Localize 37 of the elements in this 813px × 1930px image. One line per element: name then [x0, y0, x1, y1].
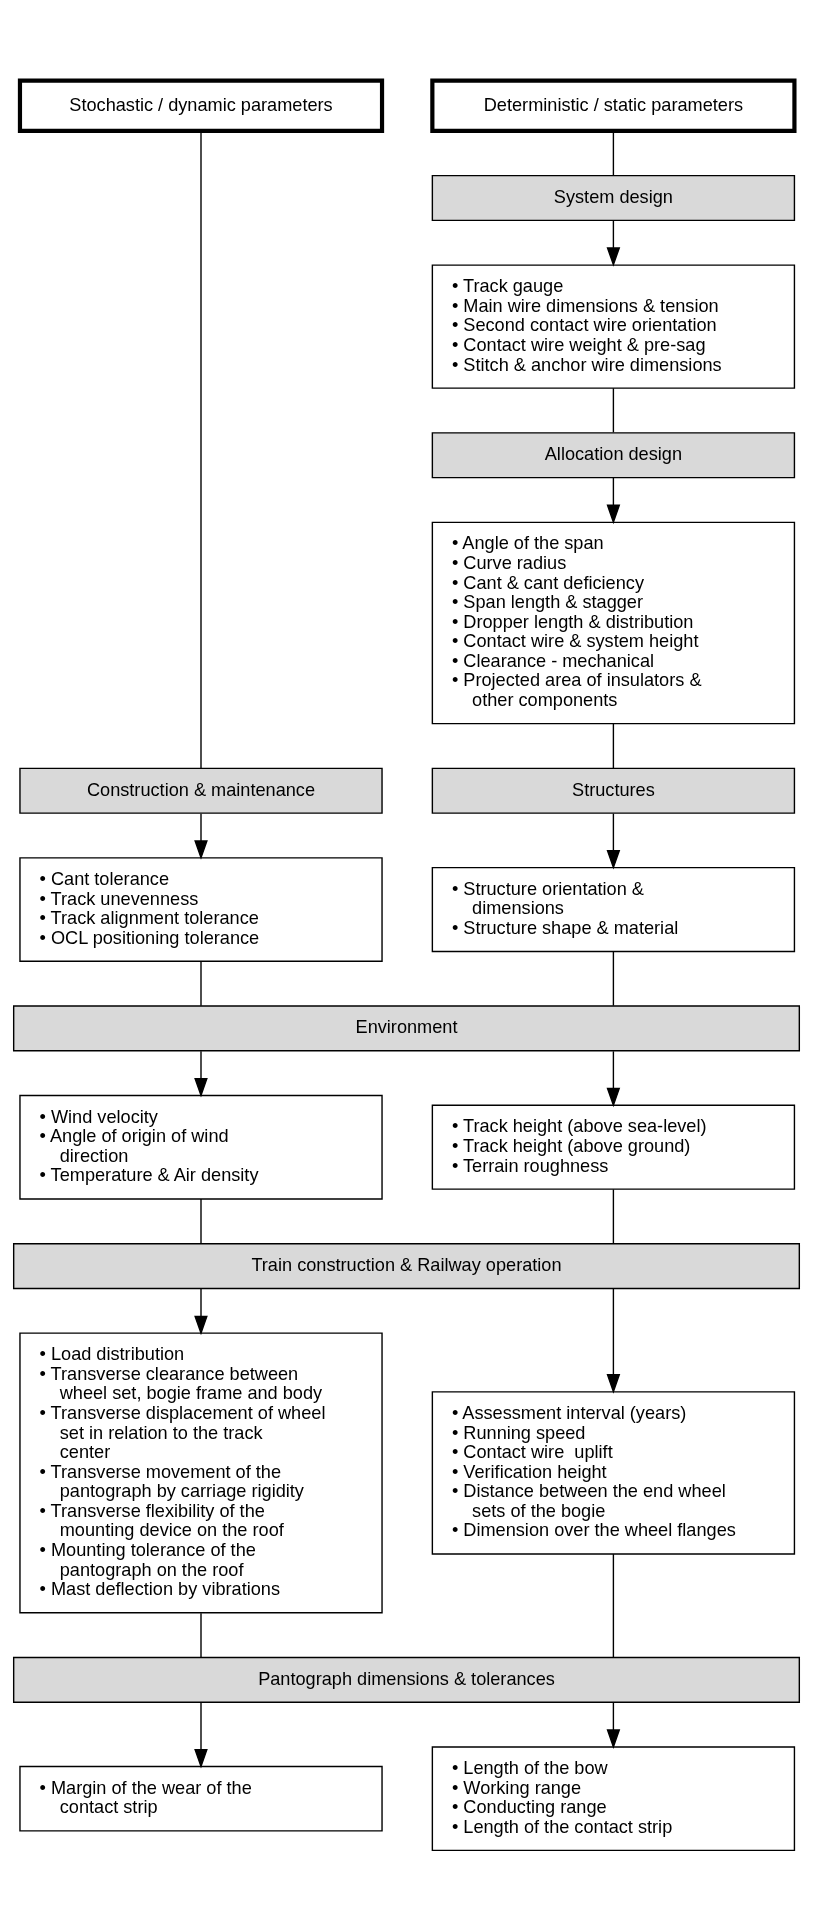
node-box: Environment — [12, 1004, 801, 1051]
arrow — [194, 1287, 208, 1335]
arrow — [194, 1050, 208, 1097]
arrow — [606, 219, 621, 267]
node-box: • Structure orientation & dimensions • Structure shape & material — [431, 866, 796, 952]
arrow — [606, 1050, 621, 1107]
node-box: Allocation design — [431, 431, 796, 478]
node-box: • Assessment interval (years) • Running speed • Contact wire uplift • Verification height • Distance between the end wheel sets of the bogie • Dimension over the wheel flanges — [431, 1390, 796, 1555]
node-box: • Track height (above sea-level) • Track height (above ground) • Terrain roughness — [431, 1104, 796, 1190]
node-box: System design — [431, 174, 796, 221]
arrow — [606, 476, 621, 524]
arrow — [194, 812, 208, 860]
node-box: • Margin of the wear of the contact strip — [19, 1765, 383, 1832]
node-box: • Load distribution • Transverse clearance between wheel set, bogie frame and body • Transverse displacement of wheel set in relation to the track center • Transverse movement of the pantograph by carriage rigidity • Transverse flexibility of the mounting device on the roof • Mounting tolerance of the pantograph on the roof • Mast deflection by vibrations — [19, 1331, 383, 1613]
connector — [612, 950, 615, 1006]
node-box: Stochastic / dynamic parameters — [17, 78, 385, 133]
arrow — [606, 1287, 621, 1394]
node-box: • Cant tolerance • Track unevenness • Track alignment tolerance • OCL positioning tolerance — [19, 856, 383, 962]
node-box: Train construction & Railway operation — [12, 1242, 801, 1289]
connector — [200, 1197, 202, 1244]
connector — [612, 1188, 615, 1244]
node-box: Construction & maintenance — [19, 767, 383, 814]
arrow — [606, 812, 621, 870]
connector — [200, 1612, 202, 1658]
node-box: • Wind velocity • Angle of origin of wind direction • Temperature & Air density — [19, 1094, 383, 1200]
connector — [612, 722, 615, 769]
node-box: Structures — [431, 767, 796, 814]
connector — [612, 387, 615, 433]
node-box: • Angle of the span • Curve radius • Cant & cant deficiency • Span length & stagger • Dropper length & distribution • Contact wire & system height • Clearance - mechanical • Projected area of insulators & other components — [431, 521, 796, 724]
node-box: Pantograph dimensions & tolerances — [12, 1656, 801, 1703]
node-box: • Length of the bow • Working range • Conducting range • Length of the contact strip — [431, 1745, 796, 1851]
connector — [612, 1552, 615, 1658]
arrow — [194, 1701, 208, 1768]
arrow — [606, 1701, 621, 1749]
node-box: • Track gauge • Main wire dimensions & tension • Second contact wire orientation • Contact wire weight & pre-sag • Stitch & anchor wire dimensions — [431, 263, 796, 389]
node-box: Deterministic / static parameters — [430, 78, 797, 133]
connector — [200, 960, 202, 1006]
